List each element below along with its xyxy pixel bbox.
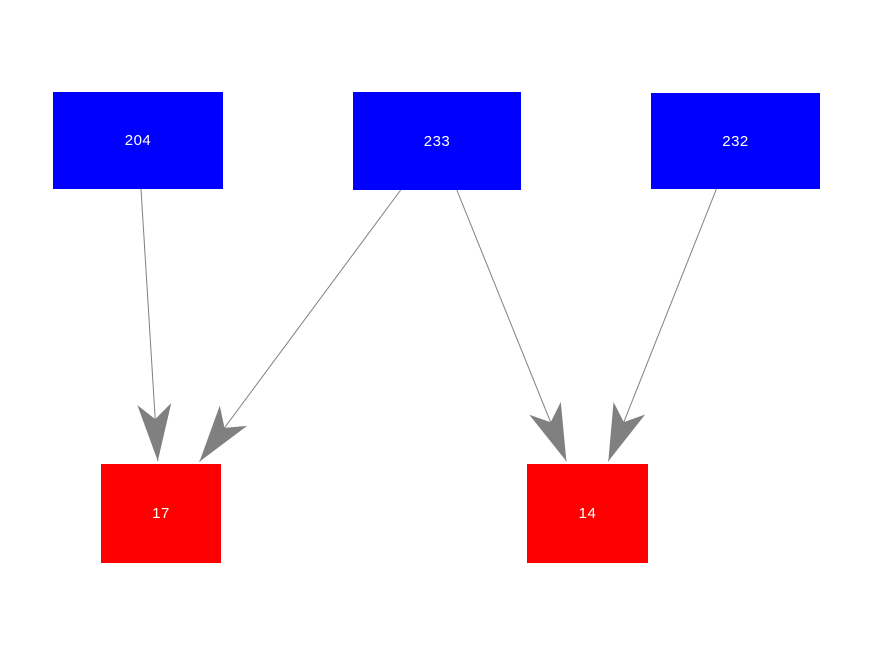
edge-arrow-233-to-17 (199, 189, 402, 462)
node-label: 17 (152, 505, 170, 522)
node-233: 233 (353, 92, 521, 190)
node-label: 233 (423, 132, 451, 150)
edge-arrow-233-to-14 (456, 189, 567, 462)
edge-arrow-232-to-14 (607, 188, 717, 462)
node-232: 232 (651, 93, 820, 189)
node-label: 204 (124, 132, 152, 149)
node-17: 17 (101, 464, 221, 563)
node-label: 232 (722, 132, 749, 150)
edge-arrow-204-to-17 (137, 188, 172, 462)
node-label: 14 (578, 505, 597, 522)
node-14: 14 (527, 464, 648, 563)
node-204: 204 (53, 92, 223, 189)
